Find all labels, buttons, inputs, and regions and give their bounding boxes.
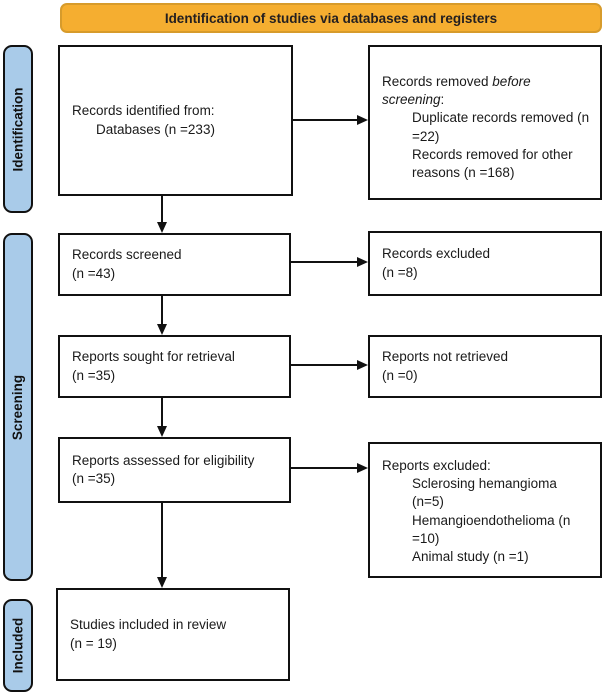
reports-assessed-line1: Reports assessed for eligibility — [72, 452, 255, 468]
stage-included: Included — [3, 599, 33, 692]
arrow-assessed-to-included-line — [161, 503, 163, 579]
stage-screening-label: Screening — [10, 374, 26, 440]
studies-included-line1: Studies included in review — [70, 617, 227, 633]
records-excluded-line1: Records excluded — [382, 246, 491, 262]
reports-not-retrieved-line2: (n =0) — [382, 367, 418, 383]
records-screened-line2: (n =43) — [72, 265, 116, 281]
arrow-screened-to-sought-head — [157, 324, 167, 335]
records-removed-intro-italic: before screening — [382, 74, 535, 108]
arrow-sought-to-notretrieved-line — [291, 364, 358, 366]
arrow-identified-to-removed-head — [357, 115, 368, 125]
box-records-excluded: Records excluded (n =8) — [368, 231, 602, 296]
records-identified-line1: Records identified from: — [72, 103, 215, 119]
reports-excluded-item: Sclerosing hemangioma (n=5) — [412, 476, 561, 510]
stage-identification: Identification — [3, 45, 33, 213]
stage-identification-label: Identification — [10, 87, 26, 171]
records-excluded-line2: (n =8) — [382, 264, 418, 280]
box-reports-assessed: Reports assessed for eligibility (n =35) — [58, 437, 291, 503]
stage-screening: Screening — [3, 233, 33, 581]
arrow-screened-to-excluded-head — [357, 257, 368, 267]
arrow-identified-to-removed-line — [293, 119, 358, 121]
arrow-identified-to-screened-head — [157, 222, 167, 233]
arrow-sought-to-notretrieved-head — [357, 360, 368, 370]
box-reports-excluded: Reports excluded: Sclerosing hemangioma … — [368, 442, 602, 578]
box-records-identified: Records identified from: Databases (n =2… — [58, 45, 293, 196]
reports-sought-line1: Reports sought for retrieval — [72, 349, 235, 365]
arrow-identified-to-screened-line — [161, 196, 163, 224]
box-records-screened: Records screened (n =43) — [58, 233, 291, 296]
banner: Identification of studies via databases … — [60, 3, 602, 33]
studies-included-line2: (n = 19) — [70, 635, 117, 651]
arrow-assessed-to-reportsexcluded-line — [291, 467, 358, 469]
reports-excluded-item: Hemangioendothelioma (n =10) — [412, 512, 575, 546]
arrow-sought-to-assessed-line — [161, 398, 163, 428]
records-identified-line2: Databases (n =233) — [96, 121, 215, 137]
arrow-screened-to-sought-line — [161, 296, 163, 326]
banner-label: Identification of studies via databases … — [164, 10, 498, 26]
arrow-assessed-to-included-head — [157, 577, 167, 588]
reports-sought-line2: (n =35) — [72, 367, 116, 383]
box-reports-not-retrieved: Reports not retrieved (n =0) — [368, 335, 602, 398]
records-screened-line1: Records screened — [72, 247, 182, 263]
reports-not-retrieved-line1: Reports not retrieved — [382, 349, 509, 365]
records-removed-intro-suffix: : — [440, 92, 445, 108]
arrow-assessed-to-reportsexcluded-head — [357, 463, 368, 473]
records-removed-intro-normal: Records removed — [382, 74, 493, 89]
reports-excluded-item: Animal study (n =1) — [412, 549, 529, 565]
stage-included-label: Included — [10, 617, 26, 674]
box-reports-sought: Reports sought for retrieval (n =35) — [58, 335, 291, 398]
box-studies-included: Studies included in review (n = 19) — [56, 588, 290, 681]
records-removed-item: Duplicate records removed (n =22) — [412, 110, 593, 144]
reports-excluded-intro: Reports excluded: — [382, 458, 491, 473]
reports-assessed-line2: (n =35) — [72, 471, 116, 486]
box-records-removed: Records removed before screening: Duplic… — [368, 45, 602, 200]
records-removed-item: Records removed for other reasons (n =16… — [412, 146, 577, 181]
arrow-screened-to-excluded-line — [291, 261, 358, 263]
arrow-sought-to-assessed-head — [157, 426, 167, 437]
records-removed-intro: Records removed before screening: — [382, 73, 582, 109]
